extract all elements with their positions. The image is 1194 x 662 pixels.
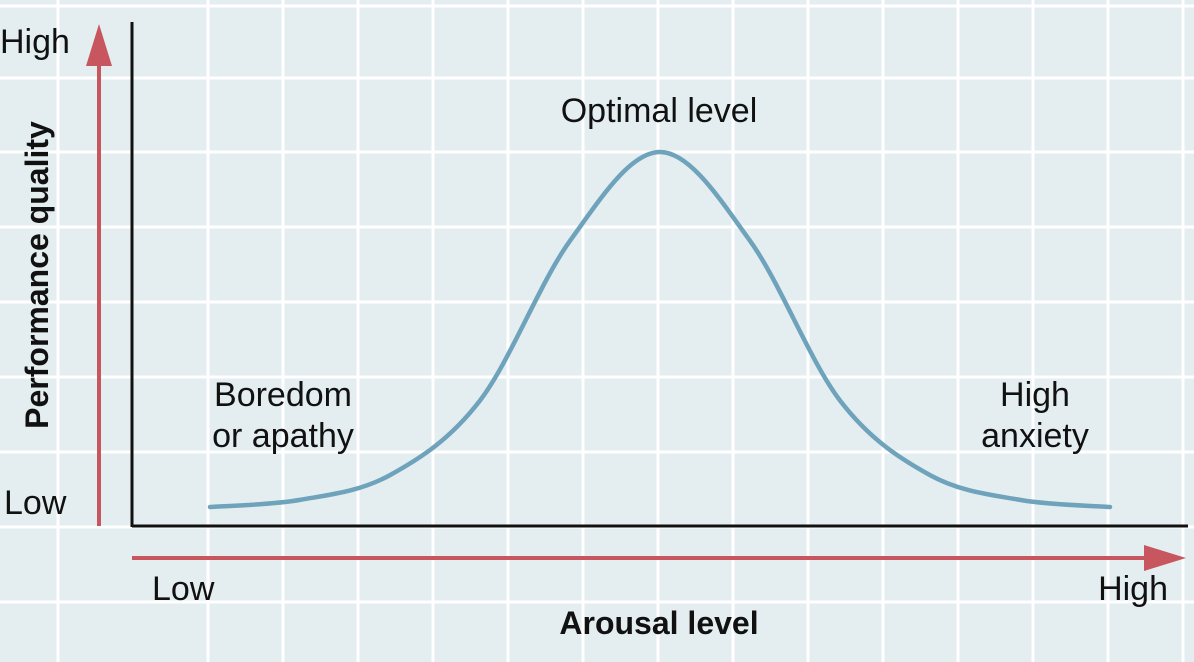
annotation-anxiety-line1: High xyxy=(1000,376,1070,414)
y-arrow-icon xyxy=(86,24,112,526)
x-axis-high-label: High xyxy=(1098,570,1168,608)
annotation-boredom-line1: Boredom xyxy=(214,376,352,414)
annotation-optimal: Optimal level xyxy=(561,92,758,130)
x-arrow-icon xyxy=(132,545,1186,571)
y-axis-title: Performance quality xyxy=(19,121,55,429)
performance-curve xyxy=(207,149,1113,510)
y-axis-low-label: Low xyxy=(4,484,67,522)
x-axis-title: Arousal level xyxy=(559,605,758,641)
x-axis-low-label: Low xyxy=(152,570,215,608)
annotation-anxiety-line2: anxiety xyxy=(981,417,1089,455)
annotation-boredom-line2: or apathy xyxy=(212,417,354,455)
y-axis-high-label: High xyxy=(0,23,70,61)
